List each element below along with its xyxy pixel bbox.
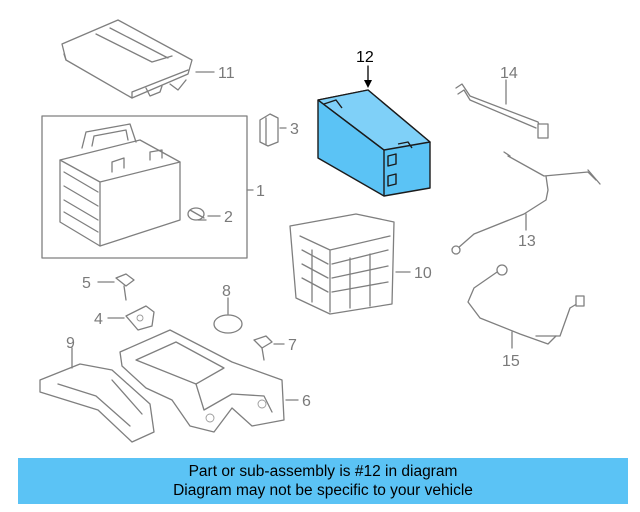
- callout-7: 7: [288, 337, 297, 354]
- callout-5: 5: [82, 275, 91, 292]
- callout-4: 4: [94, 311, 103, 328]
- part-5-bolt[interactable]: [115, 273, 135, 301]
- callout-2: 2: [224, 209, 233, 226]
- part-8-grommet[interactable]: [213, 314, 243, 334]
- part-9-trim-panel[interactable]: [39, 363, 155, 443]
- part-4-bracket[interactable]: [125, 305, 155, 331]
- callout-1: 1: [256, 183, 265, 200]
- callout-14: 14: [500, 65, 518, 82]
- callout-9: 9: [66, 335, 75, 352]
- part-2-clip[interactable]: [187, 207, 207, 221]
- info-banner: Part or sub-assembly is #12 in diagram D…: [18, 458, 628, 504]
- callout-13: 13: [518, 233, 536, 250]
- callout-3: 3: [290, 121, 299, 138]
- part-6-battery-support[interactable]: [119, 329, 285, 433]
- part-14-cable[interactable]: [455, 83, 549, 139]
- part-3-terminal-cap[interactable]: [259, 113, 279, 147]
- part-7-screw[interactable]: [253, 335, 273, 361]
- callout-6: 6: [302, 393, 311, 410]
- callout-12: 12: [356, 49, 374, 66]
- parts-diagram: 11 1 2 3 12 14: [39, 19, 601, 443]
- part-15-cable[interactable]: [467, 264, 585, 345]
- part-13-cable[interactable]: [451, 151, 601, 255]
- callout-15: 15: [502, 353, 520, 370]
- banner-line-2: Diagram may not be specific to your vehi…: [173, 482, 473, 499]
- callout-8: 8: [222, 283, 231, 300]
- part-12-battery-highlighted[interactable]: [317, 89, 431, 197]
- callout-11: 11: [218, 65, 235, 82]
- banner-line-1: Part or sub-assembly is #12 in diagram: [188, 463, 458, 480]
- part-1-battery[interactable]: [59, 123, 181, 247]
- part-1-group-frame: [41, 115, 248, 259]
- callout-10: 10: [414, 265, 432, 282]
- part-10-insulation-box[interactable]: [289, 213, 395, 315]
- part-11-battery-cover[interactable]: [61, 19, 193, 99]
